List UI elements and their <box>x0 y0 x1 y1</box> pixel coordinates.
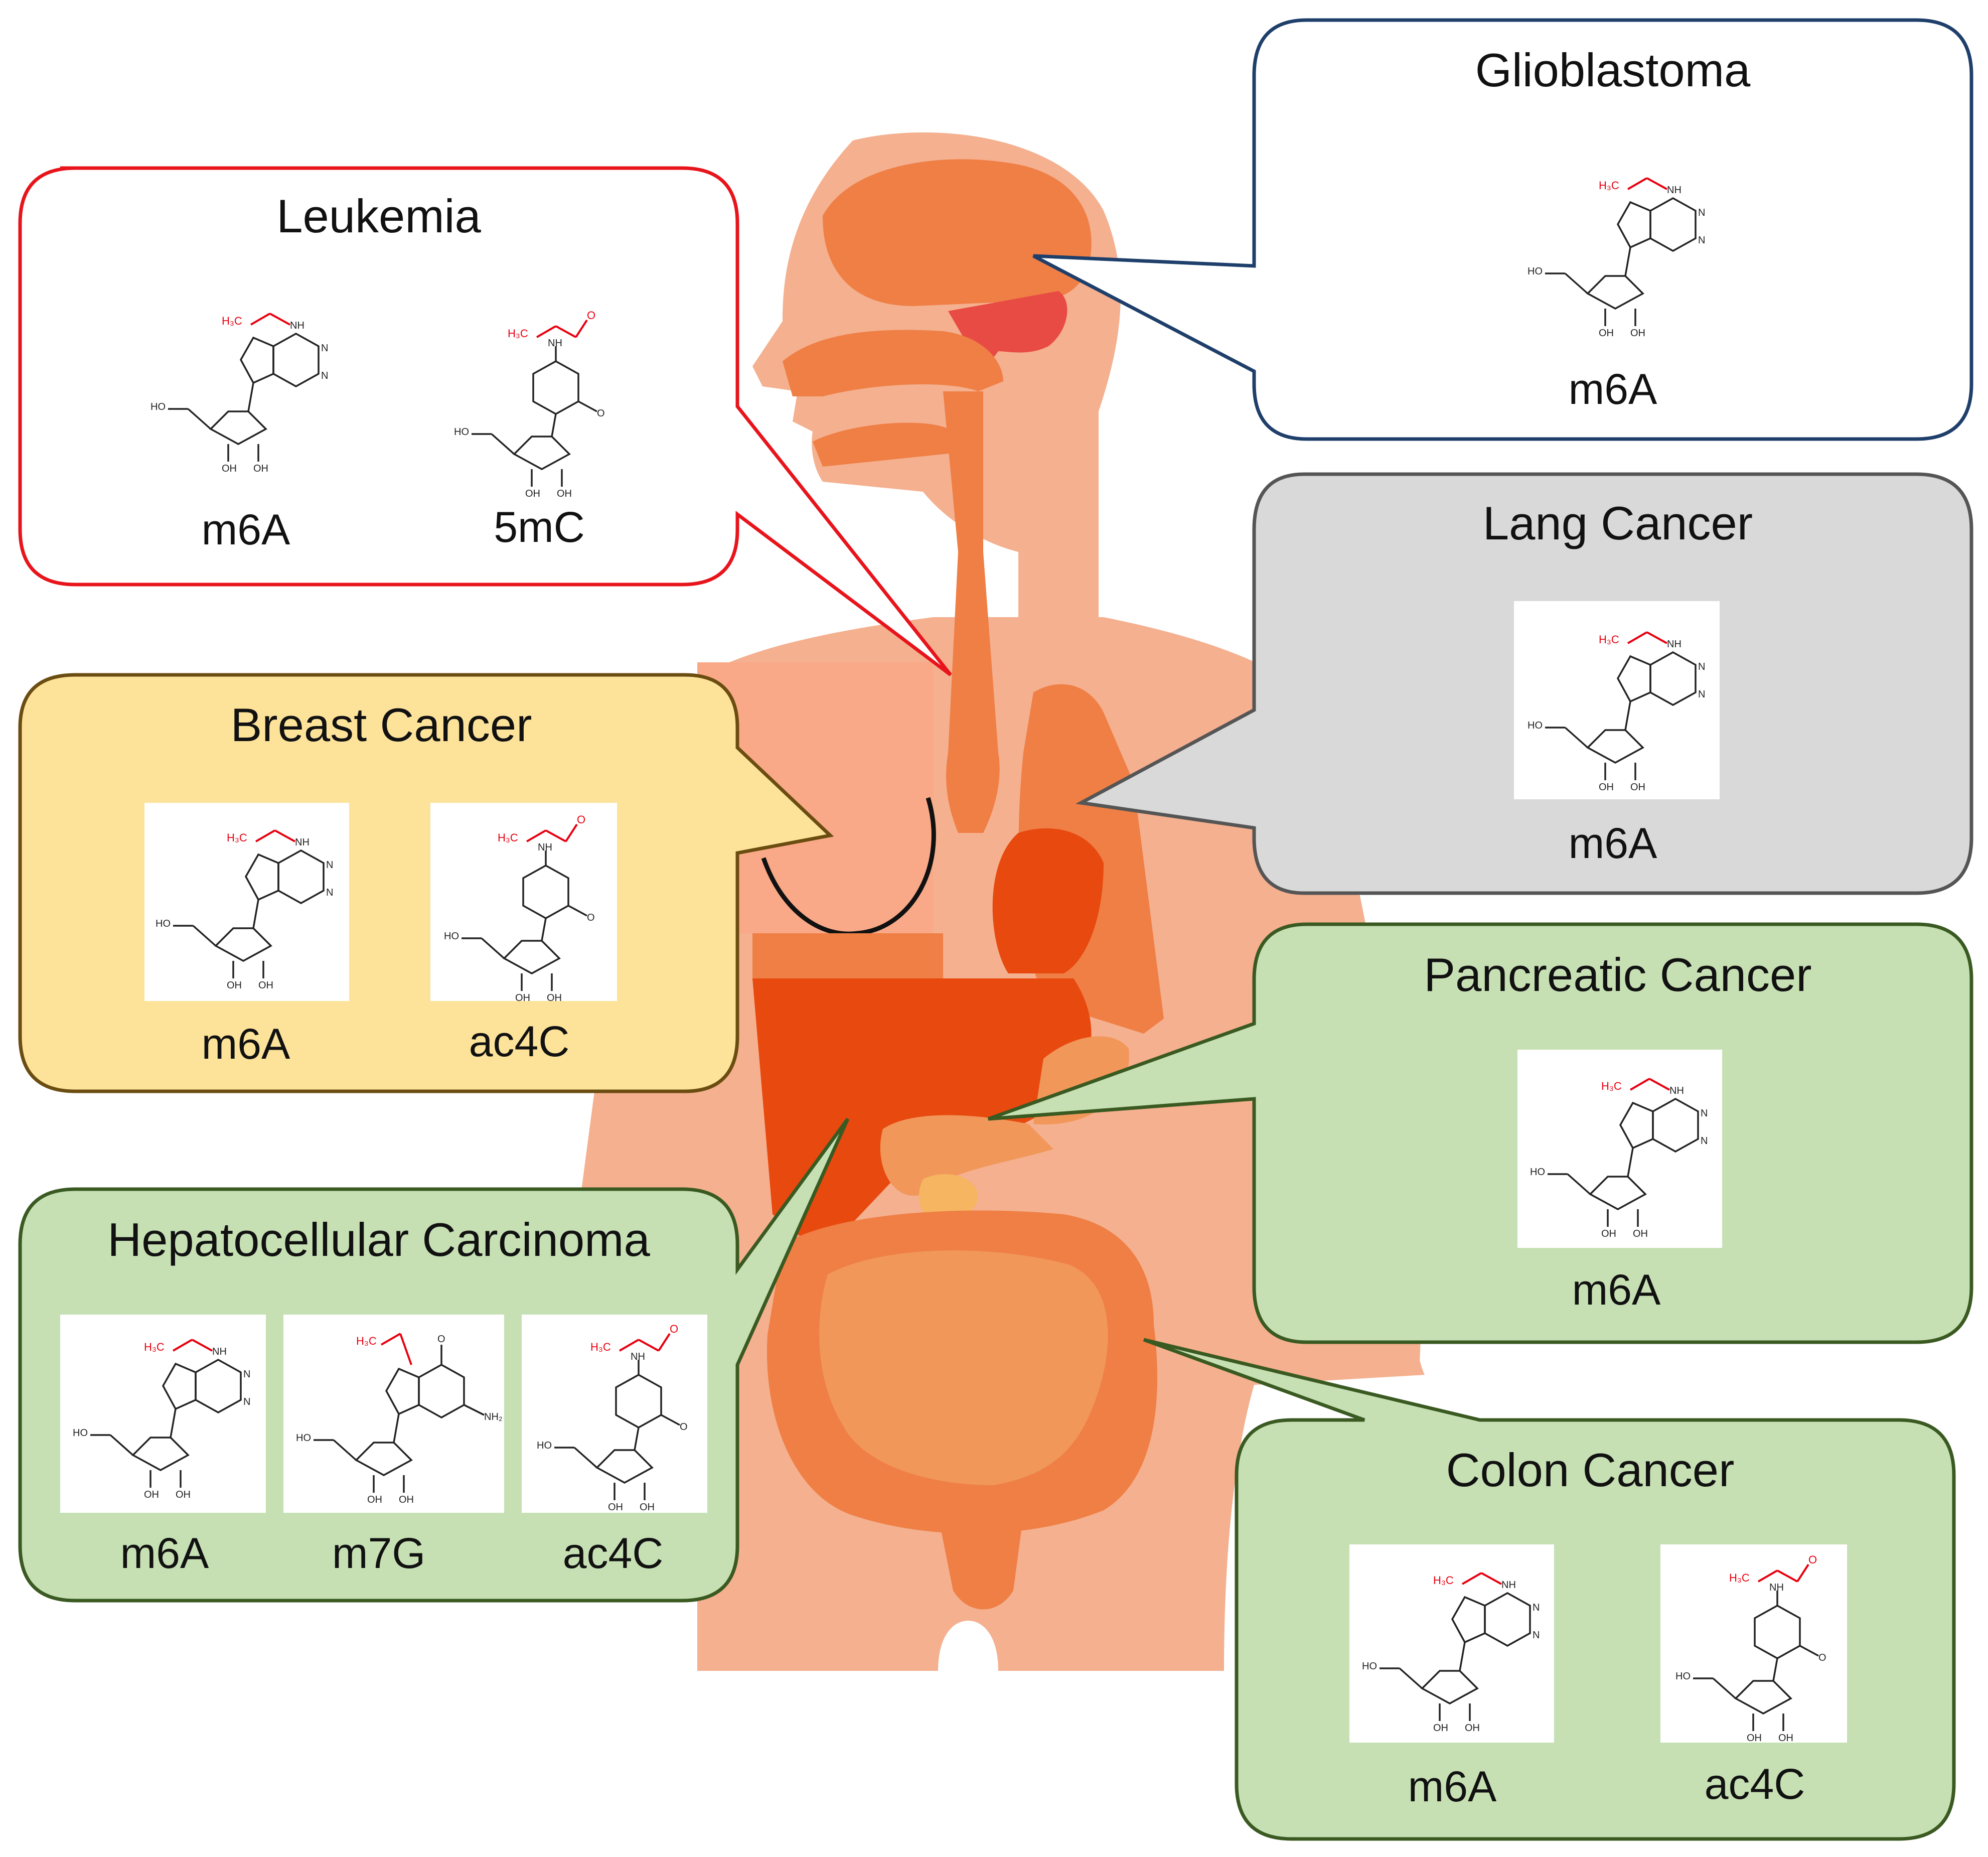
hepatocellular-m7g-panel <box>283 1315 504 1513</box>
hepatocellular-m6a-label: m6A <box>120 1529 209 1578</box>
glioblastoma-callout: Glioblastoma m6A <box>1032 18 1973 441</box>
hepatocellular-title: Hepatocellular Carcinoma <box>107 1213 650 1266</box>
breast-tissue-shape <box>697 662 933 933</box>
tongue-shape <box>813 422 968 467</box>
colon-m6a-label: m6A <box>1408 1763 1497 1811</box>
breast-callout: Breast Cancer m6A ac4C <box>18 673 834 1093</box>
colon-title: Colon Cancer <box>1446 1444 1735 1496</box>
breast-m6a-label: m6A <box>202 1020 290 1068</box>
heart-shape <box>992 828 1104 973</box>
pancreatic-callout: Pancreatic Cancer m6A <box>987 922 1973 1344</box>
leukemia-callout: Leukemia m6A 5mC <box>18 166 952 676</box>
pancreas-shape <box>880 1115 1053 1196</box>
nasal-cavity-shape <box>783 330 1003 396</box>
leukemia-title: Leukemia <box>276 190 481 242</box>
colon-callout: Colon Cancer m6A ac4C <box>1143 1338 1956 1841</box>
glioblastoma-title: Glioblastoma <box>1475 44 1751 96</box>
pancreatic-m6a-label: m6A <box>1572 1266 1661 1314</box>
lung-m6a-label: m6A <box>1569 819 1657 868</box>
breast-title: Breast Cancer <box>231 698 532 751</box>
leukemia-bubble <box>18 166 952 676</box>
breast-outline <box>761 797 936 936</box>
brain-shape <box>823 159 1092 306</box>
hepatocellular-ac4c-label: ac4C <box>563 1529 664 1578</box>
lung-title: Lang Cancer <box>1483 497 1753 549</box>
small-intestine-shape <box>819 1250 1108 1485</box>
leukemia-5mc-label: 5mC <box>494 503 585 551</box>
lung-callout: Lang Cancer m6A <box>1075 472 1973 895</box>
hepatocellular-ac4c-panel <box>522 1315 707 1513</box>
hepatocellular-m7g-label: m7G <box>332 1529 425 1578</box>
hepatocellular-callout: Hepatocellular Carcinoma m6A m7G ac4C <box>18 1117 850 1603</box>
liver-shape <box>752 978 1092 1254</box>
leukemia-m6a-label: m6A <box>202 506 290 554</box>
colon-ac4c-label: ac4C <box>1705 1760 1805 1808</box>
breast-ac4c-label: ac4C <box>469 1018 570 1066</box>
human-body-silhouette <box>542 132 1425 1671</box>
glioblastoma-m6a-label: m6A <box>1569 365 1657 413</box>
pancreatic-bubble <box>987 922 1973 1344</box>
lung-structure-panel <box>1514 601 1720 799</box>
rectum-shape <box>938 1515 1023 1610</box>
throat-shape <box>943 391 1000 833</box>
colon-ac4c-panel <box>1660 1544 1847 1743</box>
leg-gap <box>938 1621 998 1671</box>
pancreatic-title: Pancreatic Cancer <box>1424 948 1811 1001</box>
abdomen-left-shape <box>752 933 943 978</box>
glioblastoma-bubble <box>1032 18 1973 441</box>
